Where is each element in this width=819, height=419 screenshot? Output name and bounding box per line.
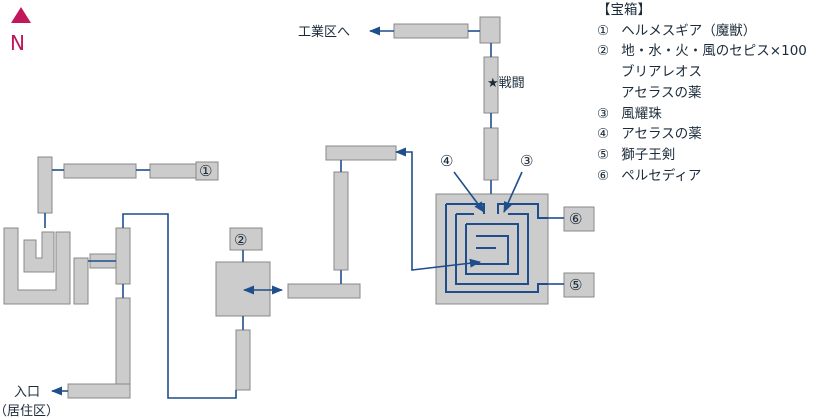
room-north-junction bbox=[479, 16, 501, 44]
label-residential: （居住区） bbox=[0, 404, 59, 419]
legend-item: ⑤ 獅子王剣 bbox=[597, 146, 676, 163]
hook-room-left bbox=[23, 231, 55, 273]
corridor-center-bottom bbox=[235, 329, 251, 391]
legend-title: 【宝箱】 bbox=[597, 2, 651, 18]
route-lines bbox=[44, 30, 564, 399]
north-label: N bbox=[10, 31, 25, 55]
arrows bbox=[50, 26, 394, 396]
marker-4: ④ bbox=[440, 152, 453, 170]
corridor-mid-vertical bbox=[115, 227, 131, 285]
legend-item: ③ 風耀珠 bbox=[597, 105, 662, 122]
corridor-top-1 bbox=[63, 163, 137, 179]
legend-item: ⑥ ペルセディア bbox=[597, 167, 702, 184]
path-chest4-arrow bbox=[453, 171, 485, 213]
treasure-legend: 【宝箱】 ① ヘルメスギア（魔獣） ② 地・水・火・風のセピス×100 ブリアレ… bbox=[597, 0, 807, 186]
corridor-to-industrial bbox=[393, 23, 469, 39]
corridor-entrance bbox=[67, 383, 131, 399]
room-chest-2-label-box bbox=[229, 227, 263, 251]
corridor-nw-vertical bbox=[37, 156, 53, 214]
legend-item: ② 地・水・火・風のセピス×100 bbox=[597, 43, 807, 60]
compass: N bbox=[10, 7, 31, 55]
label-industrial: 工業区へ bbox=[298, 24, 350, 40]
path-chest3-arrow bbox=[503, 171, 523, 214]
marker-5: ⑤ bbox=[569, 276, 582, 294]
u-room-left bbox=[3, 227, 71, 305]
corridor-long-vertical bbox=[115, 297, 131, 399]
marker-1: ① bbox=[199, 162, 212, 180]
path-big-loop bbox=[122, 213, 237, 399]
corridor-center-tall bbox=[333, 171, 349, 271]
corridor-small-left bbox=[73, 257, 89, 305]
label-entrance: 入口 bbox=[14, 385, 40, 400]
marker-6: ⑥ bbox=[569, 210, 582, 228]
corridor-center-right bbox=[287, 283, 361, 299]
corridor-top-mid bbox=[325, 145, 397, 161]
marker-2: ② bbox=[234, 231, 247, 249]
north-arrow-icon bbox=[11, 7, 31, 23]
corridor-to-maze bbox=[483, 127, 499, 181]
legend-item: ① ヘルメスギア（魔獣） bbox=[597, 22, 757, 39]
legend-item: ブリアレオス bbox=[621, 64, 702, 81]
chest-1-box bbox=[195, 161, 219, 181]
chest-5-box bbox=[563, 272, 595, 298]
map-labels: 工業区へ ★戦闘 入口 （居住区） ① ② ③ ④ ⑤ ⑥ bbox=[0, 24, 582, 419]
label-battle: ★戦闘 bbox=[487, 76, 525, 91]
path-to-maze bbox=[394, 147, 482, 271]
legend-item: ④ アセラスの薬 bbox=[597, 126, 702, 143]
marker-3: ③ bbox=[520, 152, 533, 170]
chest-6-box bbox=[563, 206, 595, 232]
legend-item: アセラスの薬 bbox=[621, 84, 702, 101]
room-chest-2 bbox=[215, 261, 271, 317]
